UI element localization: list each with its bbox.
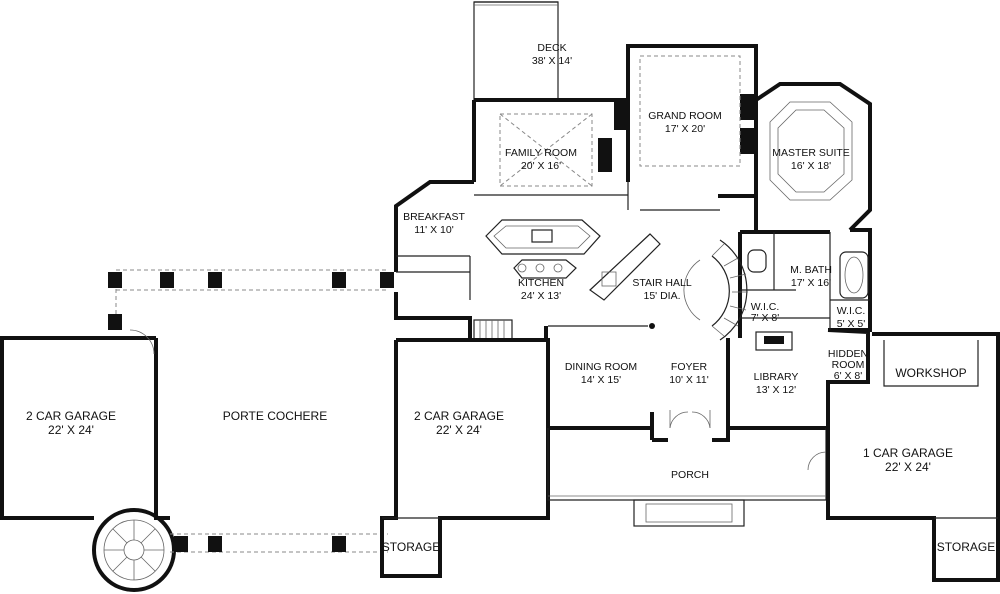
kitchen-dims: 24' X 13' — [521, 290, 561, 302]
garage-right-dims: 22' X 24' — [885, 460, 931, 474]
porte-cochere-name: PORTE COCHERE — [223, 409, 327, 423]
dining-room-dims: 14' X 15' — [581, 374, 621, 386]
deck-area — [473, 1, 559, 100]
breakfast-name: BREAKFAST — [403, 211, 465, 223]
stair-hall-dims: 15' DIA. — [643, 290, 680, 302]
garage-right-walls — [826, 332, 1000, 582]
porte-cochere-piers — [108, 272, 394, 552]
garage-left-dims: 22' X 24' — [48, 423, 94, 437]
foyer-dims: 10' X 11' — [669, 374, 708, 386]
m-bath-name: M. BATH — [790, 264, 832, 276]
library-fireplace — [755, 331, 793, 351]
family-room-ceiling — [499, 113, 593, 187]
breakfast-dims: 11' X 10' — [414, 224, 453, 236]
master-bath-tub — [747, 249, 869, 299]
kitchen-counter — [589, 233, 661, 301]
grand-room-ceiling — [639, 55, 741, 167]
dining-room-name: DINING ROOM — [565, 361, 637, 373]
family-room-dims: 20' X 16' — [521, 160, 561, 172]
interior-partitions — [396, 182, 870, 330]
grand-room-name: GRAND ROOM — [648, 110, 722, 122]
stair-hall-stairs — [649, 239, 748, 341]
porte-cochere-outline — [115, 269, 388, 553]
round-stair-tower — [92, 508, 176, 592]
kitchen-island — [485, 219, 601, 279]
front-doors — [669, 410, 711, 429]
house-walls — [394, 44, 872, 442]
room-labels: DECK 38' X 14' GRAND ROOM 17' X 20' FAMI… — [26, 42, 995, 554]
m-bath-dims: 17' X 16' — [791, 277, 831, 289]
garage-right-name: 1 CAR GARAGE — [863, 446, 953, 460]
library-name: LIBRARY — [754, 371, 799, 383]
wic-2-name: W.I.C. — [837, 305, 866, 317]
storage-right-name: STORAGE — [937, 540, 995, 554]
hidden-room-name-1: HIDDEN — [828, 348, 868, 360]
hidden-room-dims: 6' X 8' — [834, 370, 863, 382]
service-stairs — [473, 319, 513, 341]
wic-1-dims: 7' X 8' — [751, 312, 780, 324]
master-suite-dims: 16' X 18' — [791, 160, 831, 172]
garage-center-walls — [380, 338, 550, 578]
wic-1-name: W.I.C. — [751, 301, 780, 313]
master-suite-name: MASTER SUITE — [772, 147, 850, 159]
foyer-name: FOYER — [671, 361, 708, 373]
grand-room-dims: 17' X 20' — [665, 123, 705, 135]
kitchen-name: KITCHEN — [518, 277, 564, 289]
fireplaces — [598, 94, 754, 172]
deck-dims: 38' X 14' — [532, 55, 572, 67]
master-suite-ceiling — [769, 101, 853, 201]
storage-left-name: STORAGE — [382, 540, 440, 554]
family-room-name: FAMILY ROOM — [505, 147, 577, 159]
workshop-name: WORKSHOP — [895, 366, 966, 380]
garage-left-name: 2 CAR GARAGE — [26, 409, 116, 423]
wic-2-dims: 5' X 5' — [837, 318, 866, 330]
garage-center-name: 2 CAR GARAGE — [414, 409, 504, 423]
deck-name: DECK — [537, 42, 566, 54]
library-dims: 13' X 12' — [756, 384, 796, 396]
porch-name: PORCH — [671, 469, 709, 481]
hidden-room-name-2: ROOM — [832, 359, 865, 371]
stair-hall-name: STAIR HALL — [632, 277, 691, 289]
garage-center-dims: 22' X 24' — [436, 423, 482, 437]
